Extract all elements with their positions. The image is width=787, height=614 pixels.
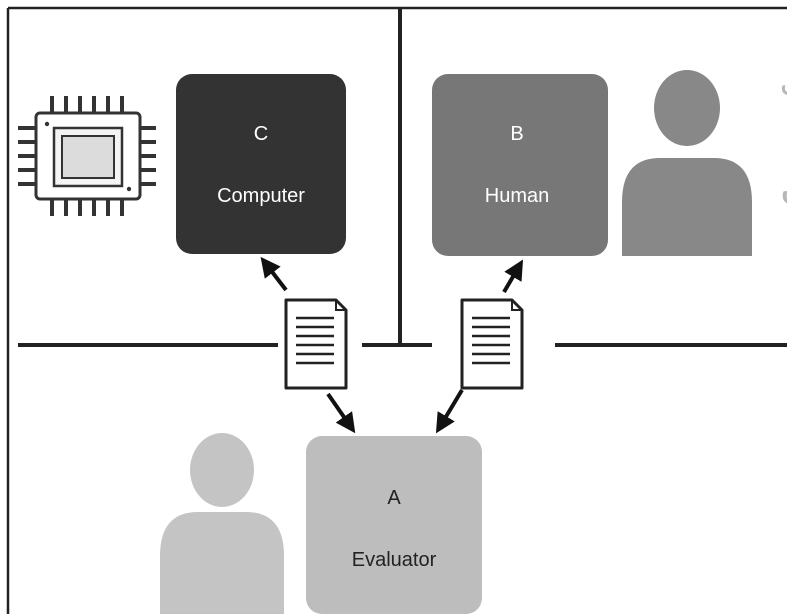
evaluator-person-icon — [160, 433, 284, 614]
human-box: B Human — [432, 74, 608, 256]
arrow-to-human — [502, 259, 524, 294]
computer-letter: C — [254, 123, 268, 145]
arrow-from-right-document — [435, 388, 464, 434]
human-label: Human — [485, 185, 549, 207]
evaluator-label: Evaluator — [352, 549, 437, 571]
document-icon-right — [460, 298, 524, 390]
human-person-icon — [622, 70, 752, 256]
computer-label: Computer — [217, 185, 305, 207]
evaluator-letter: A — [387, 487, 401, 509]
computer-box: C Computer — [176, 74, 346, 254]
watermark-line-2: پرتال جامع علوم انسانی — [777, 125, 787, 212]
evaluator-box: A Evaluator — [306, 436, 482, 614]
arrow-to-computer — [260, 256, 288, 292]
cpu-chip-icon — [18, 96, 156, 216]
document-icon-left — [284, 298, 348, 390]
human-letter: B — [510, 123, 523, 145]
arrow-from-left-document — [326, 392, 356, 434]
